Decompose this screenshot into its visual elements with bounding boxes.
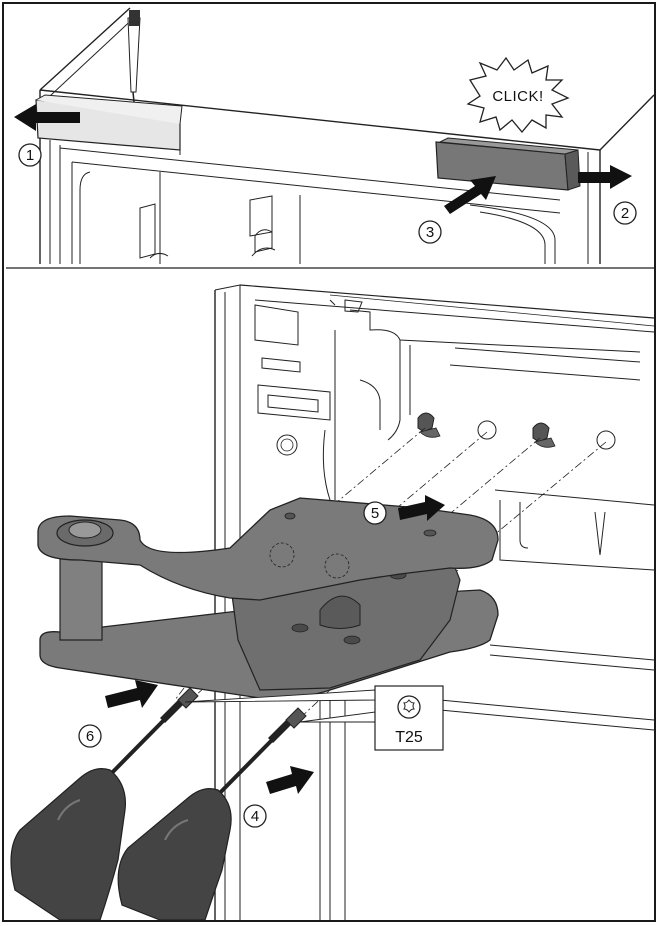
screwdriver-left <box>10 687 199 920</box>
wing-nut-2 <box>532 422 556 448</box>
torx-icon <box>397 695 421 719</box>
step-1-marker: 1 <box>18 143 42 167</box>
step-2-marker: 2 <box>613 201 637 225</box>
click-burst <box>466 56 570 134</box>
click-text: CLICK! <box>492 88 543 105</box>
screwdriver-right <box>117 707 307 920</box>
arrow-step-5 <box>398 495 445 521</box>
svg-text:4: 4 <box>251 808 259 825</box>
top-panel: CLICK! 1 2 3 <box>14 7 654 264</box>
svg-text:2: 2 <box>621 205 629 222</box>
arrow-step-4 <box>266 766 314 794</box>
arrow-step-3 <box>444 176 496 214</box>
step-5-marker: 5 <box>363 501 387 525</box>
step-4-marker: 4 <box>243 804 267 828</box>
svg-text:1: 1 <box>26 147 34 164</box>
tool-label: T25 <box>395 729 423 746</box>
svg-text:5: 5 <box>371 505 379 522</box>
svg-text:3: 3 <box>426 224 434 241</box>
arrow-step-1 <box>14 104 80 131</box>
step-3-marker: 3 <box>418 220 442 244</box>
hinge-upper-arm <box>37 497 499 601</box>
arrow-step-6 <box>105 680 158 708</box>
arrow-step-2 <box>578 165 632 189</box>
svg-text:6: 6 <box>86 728 94 745</box>
step-6-marker: 6 <box>78 724 102 748</box>
bottom-panel: 5 6 4 T25 <box>10 284 654 920</box>
wing-nut-1 <box>417 412 441 438</box>
tool-callout: T25 <box>184 685 444 751</box>
